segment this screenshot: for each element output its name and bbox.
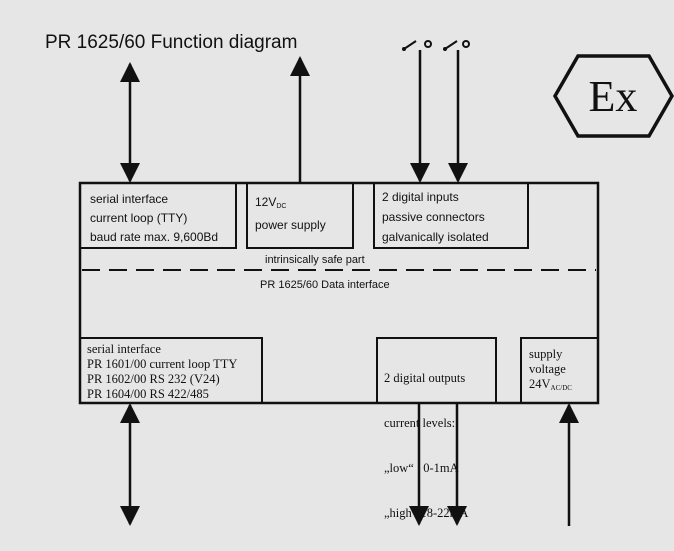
function-diagram: PR 1625/60 Function diagram	[45, 32, 674, 526]
digital-inputs-label: 2 digital inputs passive connectors galv…	[382, 190, 489, 244]
switch-1-icon	[402, 40, 432, 51]
switch-2-icon	[443, 40, 470, 51]
diagram-title: PR 1625/60 Function diagram	[45, 32, 298, 53]
svg-text:Ex: Ex	[589, 72, 638, 121]
diagram-graphics: Ex	[78, 40, 674, 526]
ex-hazardous-area-icon: Ex	[552, 54, 674, 138]
data-interface-label: PR 1625/60 Data interface	[260, 279, 390, 291]
serial-bottom-box	[79, 337, 263, 404]
serial-top-box	[79, 182, 237, 249]
serial-bottom-label: serial interface PR 1601/00 current loop…	[87, 342, 238, 401]
digital-outputs-label: 2 digital outputs current levels: „low“ …	[384, 371, 469, 520]
supply-voltage-label: supply voltage 24VAC/DC	[529, 347, 572, 392]
digital-outputs-box	[376, 337, 497, 404]
digital-inputs-box	[373, 182, 529, 249]
intrinsically-safe-label: intrinsically safe part	[265, 254, 365, 266]
power-supply-label: 12VDC power supply	[255, 195, 326, 232]
serial-top-label: serial interface current loop (TTY) baud…	[90, 192, 219, 244]
